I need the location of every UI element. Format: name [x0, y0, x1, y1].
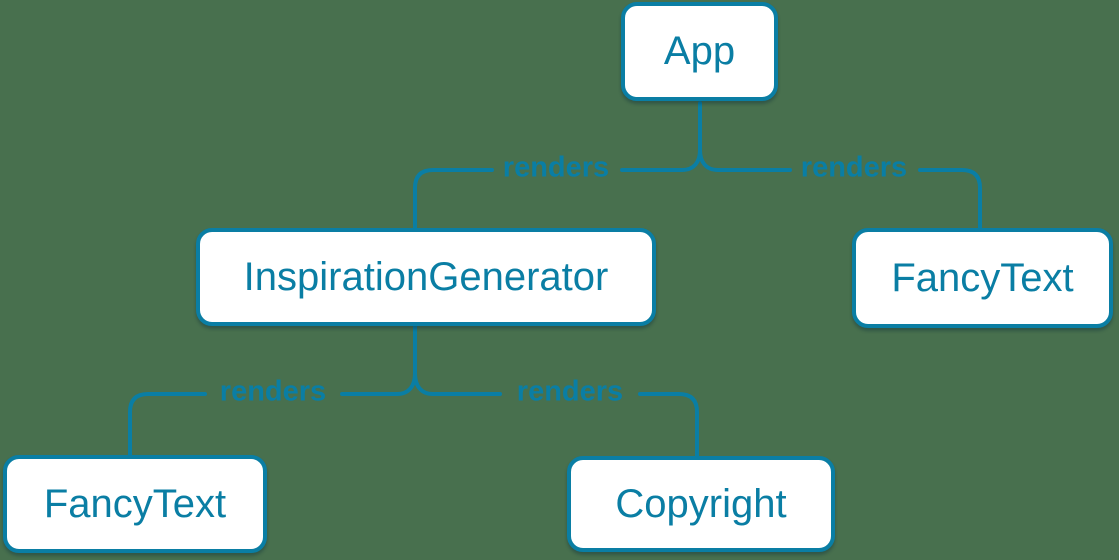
edge-label-renders-app-fancy-text: renders — [800, 151, 908, 184]
node-fancy-text-right: FancyText — [852, 228, 1113, 328]
edge-app-to-fancy-text — [698, 148, 982, 230]
node-copyright-label: Copyright — [615, 481, 787, 526]
node-app: App — [621, 2, 778, 101]
node-inspiration-generator-label: InspirationGenerator — [243, 254, 609, 299]
edge-label-renders-inspiration-generator-fancy-text: renders — [219, 375, 327, 408]
node-fancy-text-right-label: FancyText — [891, 255, 1074, 300]
edge-label-renders-inspiration-generator-copyright: renders — [516, 375, 624, 408]
edge-inspiration-generator-to-copyright — [413, 371, 699, 458]
node-copyright: Copyright — [567, 456, 835, 552]
node-fancy-text-left-label: FancyText — [43, 481, 227, 526]
node-inspiration-generator: InspirationGenerator — [196, 228, 656, 326]
node-fancy-text-left: FancyText — [3, 455, 267, 553]
node-app-label: App — [663, 29, 736, 73]
edge-label-renders-app-inspiration-generator: renders — [502, 151, 610, 184]
